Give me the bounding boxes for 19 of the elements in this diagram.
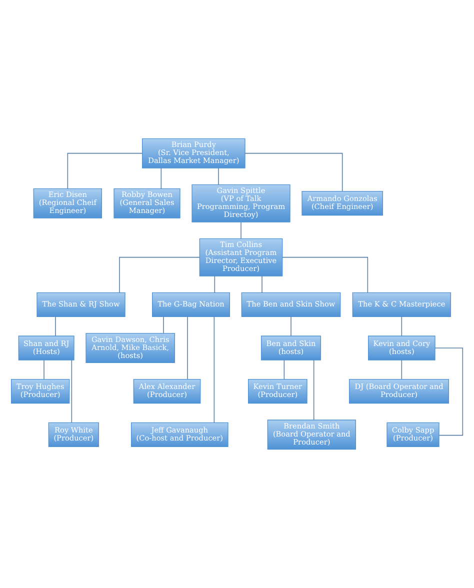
connector <box>290 316 292 336</box>
connector <box>282 256 368 293</box>
connector <box>214 276 216 294</box>
connector <box>434 348 464 436</box>
connector <box>119 256 200 293</box>
connector <box>284 360 285 380</box>
connector <box>401 360 402 380</box>
connector <box>218 168 219 186</box>
connector <box>187 316 188 380</box>
connector <box>160 168 162 189</box>
connector <box>55 316 56 336</box>
connector <box>163 316 164 334</box>
connector <box>214 316 215 423</box>
connector <box>401 316 402 336</box>
connector <box>240 222 242 239</box>
connector <box>244 152 343 192</box>
connector <box>67 152 143 189</box>
connector <box>71 360 72 423</box>
connector <box>313 360 314 420</box>
